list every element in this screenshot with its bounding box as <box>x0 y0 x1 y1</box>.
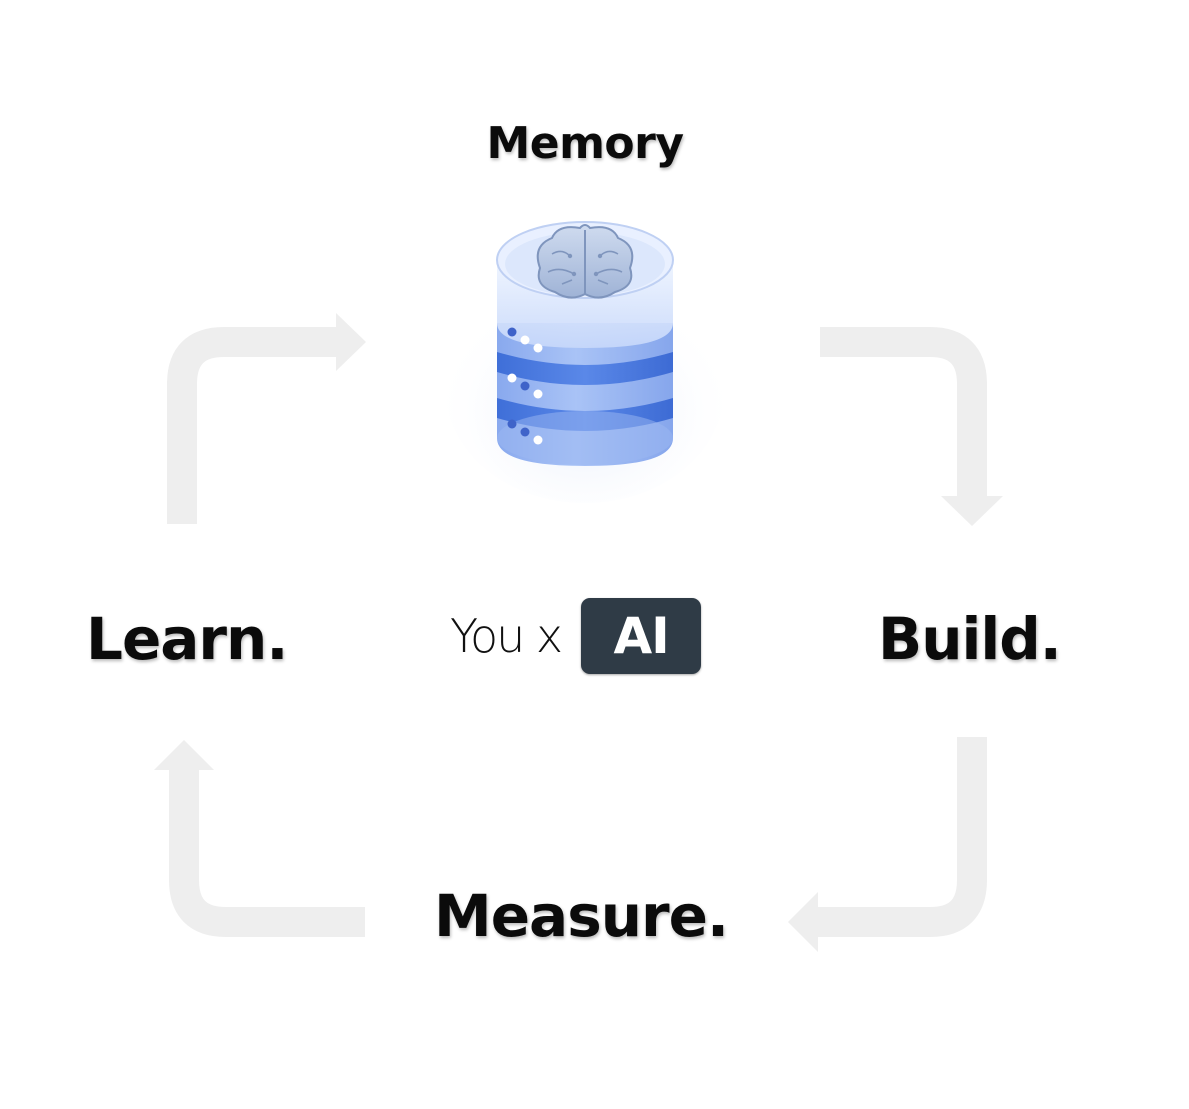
arrow-measure-to-learn-head <box>154 740 214 770</box>
stage-label-measure: Measure. <box>434 882 729 950</box>
arrow-learn-to-memory-head <box>336 313 366 371</box>
stage-label-build: Build. <box>878 605 1062 673</box>
stage-label-memory: Memory <box>486 118 684 169</box>
brain-icon <box>536 224 634 299</box>
stage-label-learn: Learn. <box>86 605 288 673</box>
arrow-build-to-measure-icon <box>815 737 987 937</box>
arrow-measure-to-learn-icon <box>169 770 365 937</box>
arrow-memory-to-build-head <box>941 496 1003 526</box>
arrow-learn-to-memory-icon <box>167 327 342 524</box>
you-x-text: You x <box>450 609 563 663</box>
you-x-ai-lockup: You x AI <box>450 597 702 675</box>
arrow-build-to-measure-head <box>788 892 818 952</box>
server-indicator-dots <box>507 327 543 445</box>
arrow-memory-to-build-icon <box>820 327 987 500</box>
database-brain-icon <box>445 221 725 503</box>
ai-badge: AI <box>581 598 702 674</box>
